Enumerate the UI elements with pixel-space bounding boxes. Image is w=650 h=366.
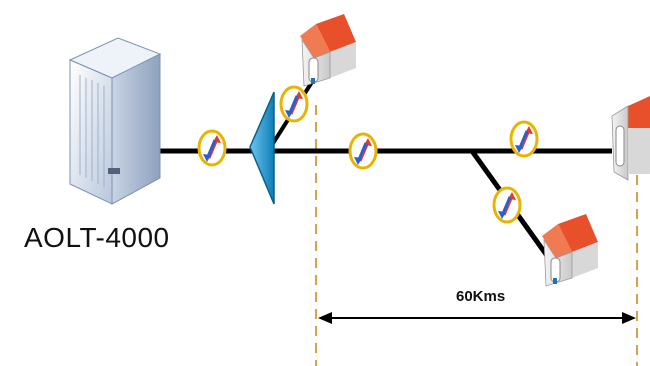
fiber-links [158,80,612,259]
bidirectional-arrow-icon [492,186,522,224]
bidirectional-arrow-icon [279,85,309,123]
house-icon [611,96,650,181]
splitter-icon [249,91,275,205]
bidirectional-arrow-icon [509,120,539,158]
house-icon [541,213,599,287]
olt-server-icon [68,37,162,205]
olt-label: AOLT-4000 [24,222,170,253]
distance-label: 60Kms [456,288,506,305]
house-icon [299,13,357,87]
bidirectional-arrow-icon [197,129,227,167]
bidirectional-arrow-icon [348,132,378,170]
distance-arrow [318,312,636,324]
